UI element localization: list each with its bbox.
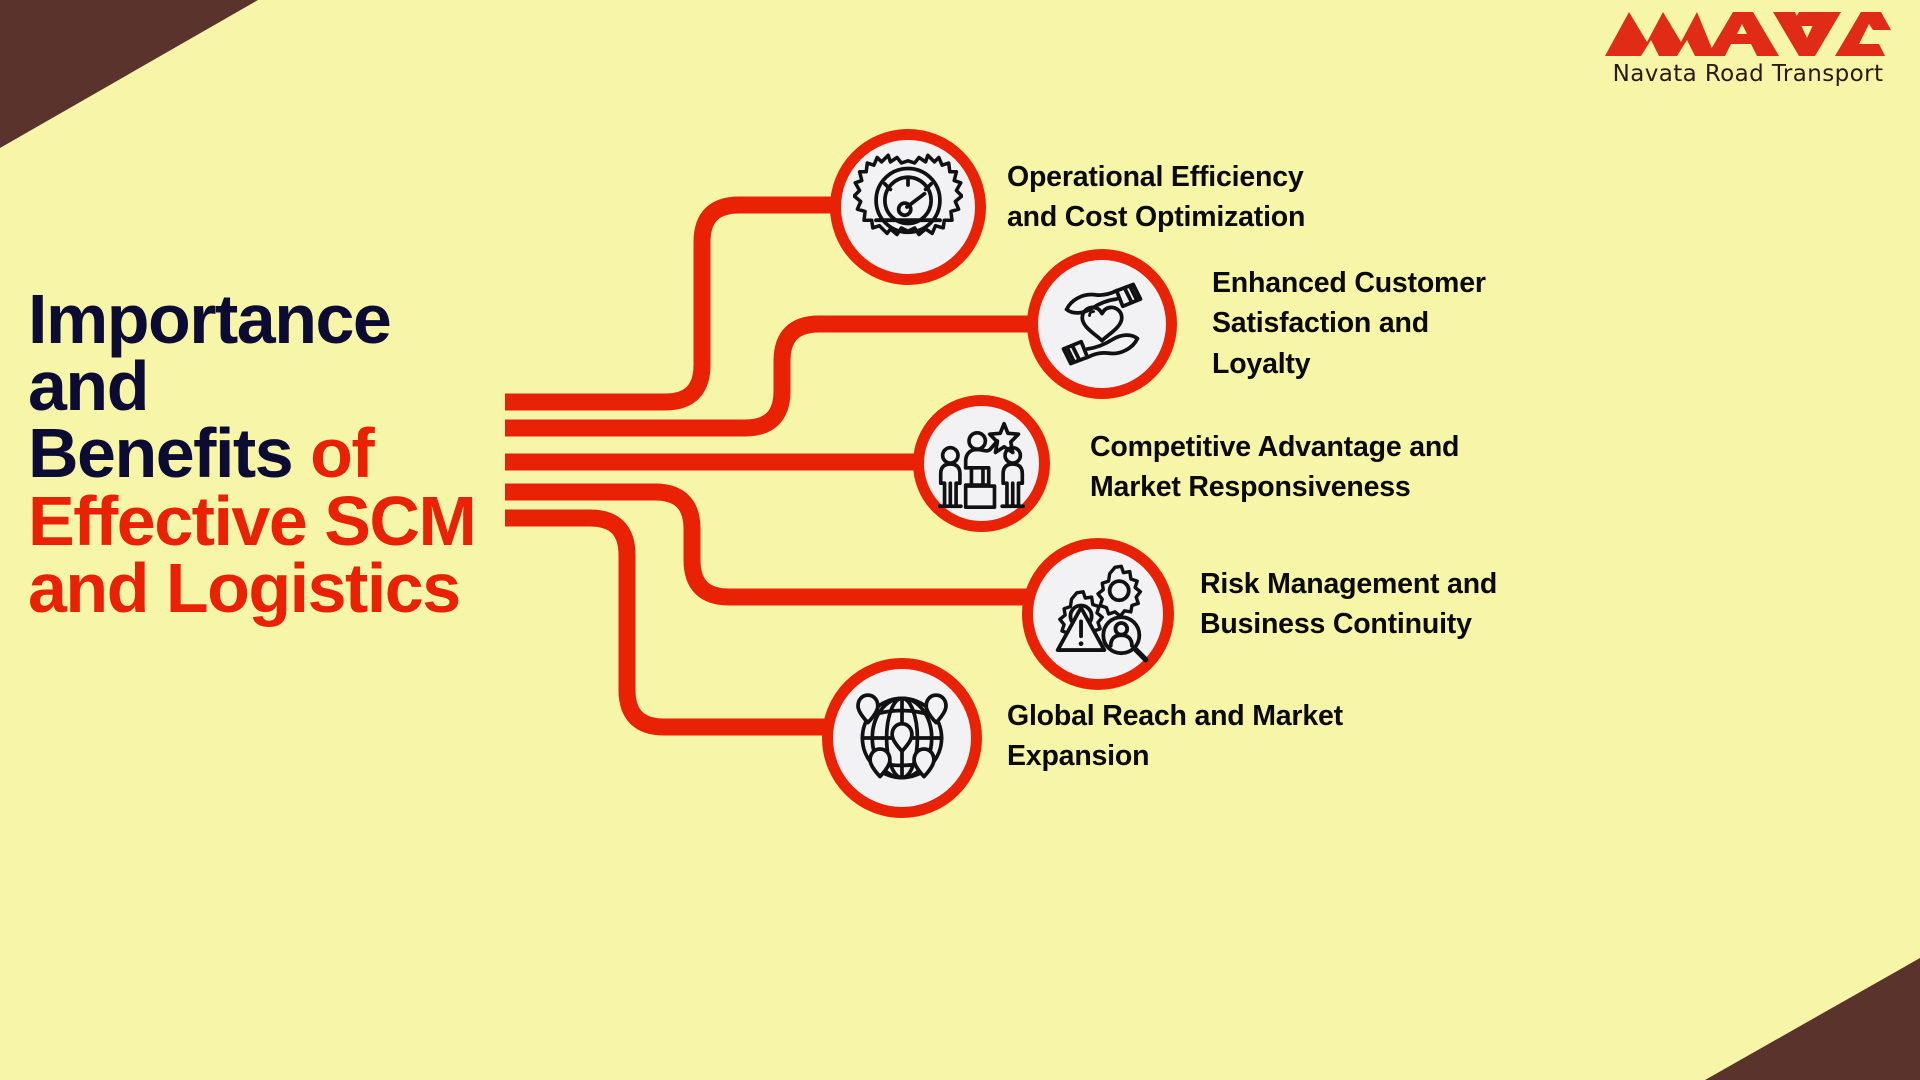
item-icon-global-reach[interactable] bbox=[822, 658, 982, 818]
title-line-2: and bbox=[28, 347, 149, 426]
connector-line-1 bbox=[505, 196, 845, 411]
item-label-customer-satisfaction: Enhanced Customer Satisfaction and Loyal… bbox=[1212, 263, 1532, 384]
item-label-line-2: Market Responsiveness bbox=[1090, 471, 1411, 504]
item-label-operational-efficiency: Operational Efficiency and Cost Optimiza… bbox=[1007, 157, 1427, 238]
navata-logo-icon bbox=[1605, 12, 1891, 56]
item-label-line-1: Risk Management and bbox=[1200, 568, 1498, 600]
item-icon-risk-management[interactable] bbox=[1022, 538, 1174, 690]
item-label-risk-management: Risk Management and Business Continuity bbox=[1200, 564, 1620, 645]
connector-line-5 bbox=[505, 509, 845, 736]
page-title: Importance and Benefits of Effective SCM… bbox=[28, 280, 508, 627]
item-label-line-3: Loyalty bbox=[1212, 347, 1311, 380]
title-line-5: and Logistics bbox=[28, 548, 461, 627]
item-label-line-1: Global Reach and Market bbox=[1007, 700, 1343, 732]
item-label-line-1: Enhanced Customer bbox=[1212, 267, 1486, 299]
globe-pins-icon bbox=[847, 683, 957, 793]
connector-line-4 bbox=[505, 483, 1035, 606]
podium-star-people-icon bbox=[934, 416, 1030, 512]
item-label-competitive-advantage: Competitive Advantage and Market Respons… bbox=[1090, 427, 1560, 508]
brand-name: Navata Road Transport bbox=[1612, 61, 1884, 87]
title-line-3-dark: Benefits bbox=[28, 414, 294, 493]
speedometer-gear-icon bbox=[853, 152, 963, 262]
connector-line-2 bbox=[505, 315, 1040, 437]
title-line-4: Effective SCM bbox=[28, 481, 477, 560]
item-label-line-2: and Cost Optimization bbox=[1007, 201, 1306, 234]
hands-heart-icon bbox=[1050, 272, 1154, 376]
item-label-line-2: Expansion bbox=[1007, 740, 1150, 773]
gears-warning-magnifier-icon bbox=[1045, 561, 1151, 667]
brand-logo: Navata Road Transport bbox=[1598, 8, 1898, 87]
item-label-global-reach: Global Reach and Market Expansion bbox=[1007, 696, 1427, 777]
item-label-line-2: Business Continuity bbox=[1200, 608, 1472, 641]
item-label-line-2: Satisfaction and bbox=[1212, 307, 1429, 340]
item-label-line-1: Competitive Advantage and bbox=[1090, 431, 1460, 463]
title-line-3-red: of bbox=[310, 414, 375, 493]
title-line-1: Importance bbox=[28, 280, 392, 358]
item-icon-competitive-advantage[interactable] bbox=[913, 395, 1050, 532]
item-icon-customer-satisfaction[interactable] bbox=[1027, 249, 1177, 399]
title-line-3: Benefits of bbox=[28, 418, 508, 488]
item-label-line-1: Operational Efficiency bbox=[1007, 161, 1304, 193]
item-icon-operational-efficiency[interactable] bbox=[830, 129, 986, 285]
